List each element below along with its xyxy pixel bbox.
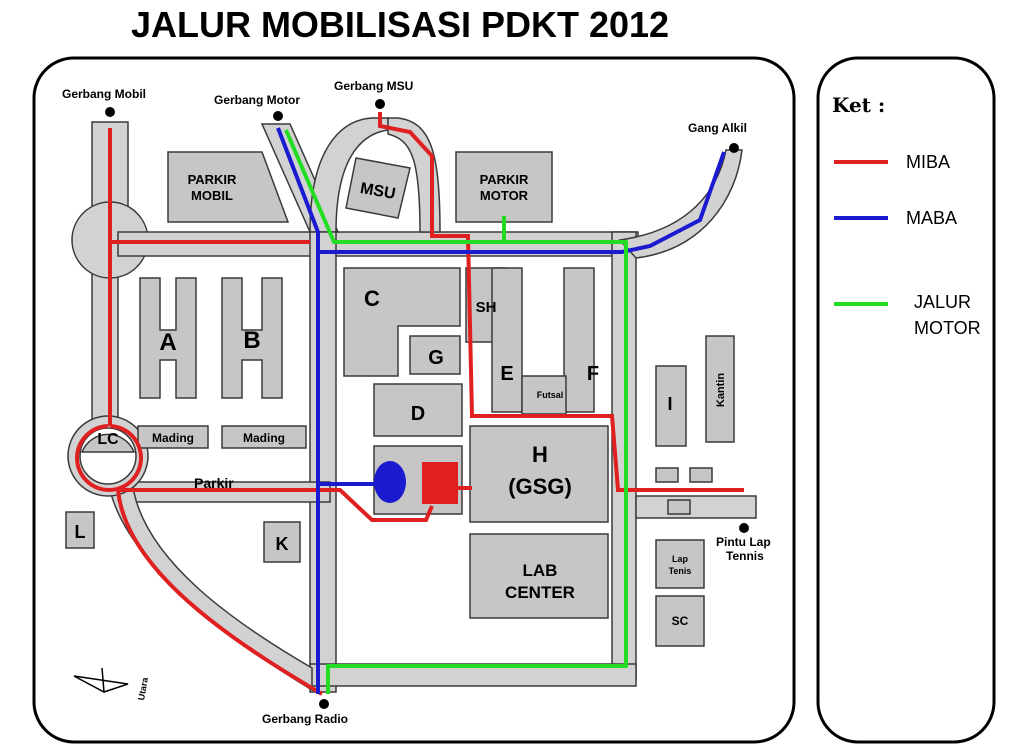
label-f: F: [587, 363, 599, 385]
label-b: B: [243, 327, 260, 354]
legend-label-motor-1: JALUR: [914, 292, 971, 312]
routes: [75, 112, 744, 696]
buildings: [65, 151, 735, 647]
building-lap-tenis: [655, 539, 705, 589]
building-f-wing: [563, 267, 595, 413]
road-msu-loop-right: [387, 117, 441, 233]
marker-blue-oval: [374, 461, 406, 503]
label-mading-2: Mading: [243, 431, 285, 445]
label-lap-tenis-1: Lap: [672, 554, 689, 564]
gate-markers: [105, 99, 749, 709]
route-miba-curve: [116, 489, 324, 696]
map-title: JALUR MOBILISASI PDKT 2012: [130, 4, 670, 45]
building-lc: [80, 433, 136, 453]
legend-title: Ket :: [832, 93, 885, 117]
label-lap-tenis-2: Tenis: [669, 566, 692, 576]
label-msu: MSU: [359, 180, 397, 203]
road-center: [309, 231, 337, 693]
label-d: D: [411, 403, 425, 425]
gate-label-mobil: Gerbang Mobil: [62, 87, 146, 101]
building-small-1: [655, 467, 679, 483]
label-parkir-mobil-2: MOBIL: [191, 188, 233, 203]
road-east: [635, 495, 757, 519]
gate-label-tennis-1: Pintu Lap: [716, 535, 771, 549]
north-arrow-icon: [73, 667, 129, 693]
building-lab-center: [469, 533, 609, 619]
label-c: C: [364, 286, 380, 311]
legend-label-motor-2: MOTOR: [914, 318, 981, 338]
road-alkil: [618, 149, 743, 259]
label-l: L: [75, 522, 86, 542]
gate-label-msu: Gerbang MSU: [334, 79, 413, 93]
marker-red-square: [422, 462, 458, 504]
route-miba-parkir: [120, 488, 434, 522]
label-mading-1: Mading: [152, 431, 194, 445]
building-parkir-motor: [455, 151, 553, 223]
legend-label-miba: MIBA: [906, 152, 950, 172]
gate-dot-alkil: [729, 143, 739, 153]
building-g: [409, 335, 461, 375]
building-mading-1: [137, 425, 209, 449]
building-k: [263, 521, 301, 563]
building-i: [655, 365, 687, 447]
building-d: [373, 383, 463, 437]
building-b: [221, 277, 283, 399]
gate-label-motor: Gerbang Motor: [214, 93, 300, 107]
label-parkir-motor-2: MOTOR: [480, 188, 529, 203]
gate-label-tennis-2: Tennis: [726, 549, 764, 563]
label-sh: SH: [476, 299, 497, 316]
building-kantin: [705, 335, 735, 443]
route-miba-msu: [378, 112, 744, 492]
building-mading-2: [221, 425, 307, 449]
label-futsal: Futsal: [537, 390, 564, 400]
label-lab-1: LAB: [523, 561, 558, 580]
label-parkir-mobil-1: PARKIR: [188, 172, 237, 187]
route-motor: [284, 129, 628, 694]
building-futsal: [521, 375, 567, 415]
gate-dot-radio: [319, 699, 329, 709]
label-parkir-motor-1: PARKIR: [480, 172, 529, 187]
label-g: G: [428, 347, 444, 369]
building-a: [139, 277, 197, 399]
gate-dot-tennis: [739, 523, 749, 533]
label-h-1: H: [532, 442, 548, 467]
gate-label-alkil: Gang Alkil: [688, 121, 747, 135]
legend-label-maba: MABA: [906, 208, 957, 228]
route-maba-top: [318, 151, 726, 254]
label-lab-2: CENTER: [505, 583, 575, 602]
gate-label-radio: Gerbang Radio: [262, 712, 348, 726]
building-msu: [345, 157, 411, 219]
building-sc: [655, 595, 705, 647]
building-small-3: [667, 499, 691, 515]
legend-frame: [816, 56, 996, 744]
label-e: E: [500, 363, 513, 385]
route-maba-main: [276, 127, 320, 694]
label-i: I: [667, 394, 672, 414]
building-parkir-mobil: [167, 151, 290, 223]
label-a: A: [159, 329, 176, 356]
gate-dot-msu: [375, 99, 385, 109]
label-lc: LC: [97, 431, 119, 448]
gate-dot-mobil: [105, 107, 115, 117]
label-kantin: Kantin: [715, 373, 727, 408]
label-h-2: (GSG): [508, 474, 572, 499]
route-miba-lc-loop: [75, 424, 143, 492]
gate-dot-motor: [273, 111, 283, 121]
label-k: K: [276, 534, 289, 554]
building-l: [65, 511, 95, 549]
building-e-wing: [491, 267, 523, 413]
label-parkir: Parkir: [194, 475, 234, 491]
building-c: [343, 267, 461, 377]
label-sc: SC: [672, 614, 689, 628]
building-small-2: [689, 467, 713, 483]
building-h-gsg: [469, 425, 609, 523]
north-label: Utara: [136, 676, 150, 701]
